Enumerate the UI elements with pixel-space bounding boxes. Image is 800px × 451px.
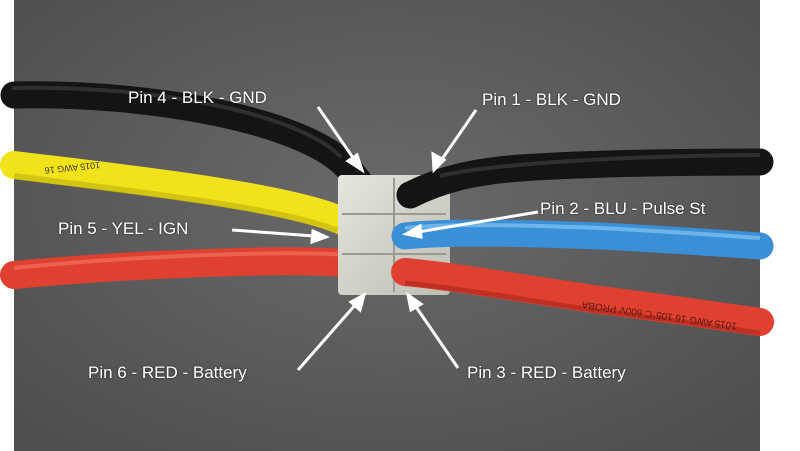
wire-black-right xyxy=(396,148,774,209)
callout-pin5: Pin 5 - YEL - IGN xyxy=(58,219,189,238)
wire-red-left-highlight xyxy=(13,251,346,270)
callout-pin6: Pin 6 - RED - Battery xyxy=(88,363,247,382)
callout-pin1: Pin 1 - BLK - GND xyxy=(482,90,621,109)
callout-pin2: Pin 2 - BLU - Pulse St xyxy=(540,199,706,218)
callout-pin4: Pin 4 - BLK - GND xyxy=(128,88,267,107)
wire-blue-right xyxy=(391,219,774,260)
wire-yellow-left-shadow xyxy=(13,173,340,234)
wire-blue-right-highlight xyxy=(404,223,761,240)
callout-arrows xyxy=(231,106,539,371)
wire-black-left-highlight xyxy=(12,85,342,158)
callout-pin3: Pin 3 - RED - Battery xyxy=(467,363,626,382)
wire-red-right-shadow xyxy=(404,280,761,336)
wire-black-right-highlight xyxy=(439,153,761,178)
wire-red-right xyxy=(391,258,774,336)
